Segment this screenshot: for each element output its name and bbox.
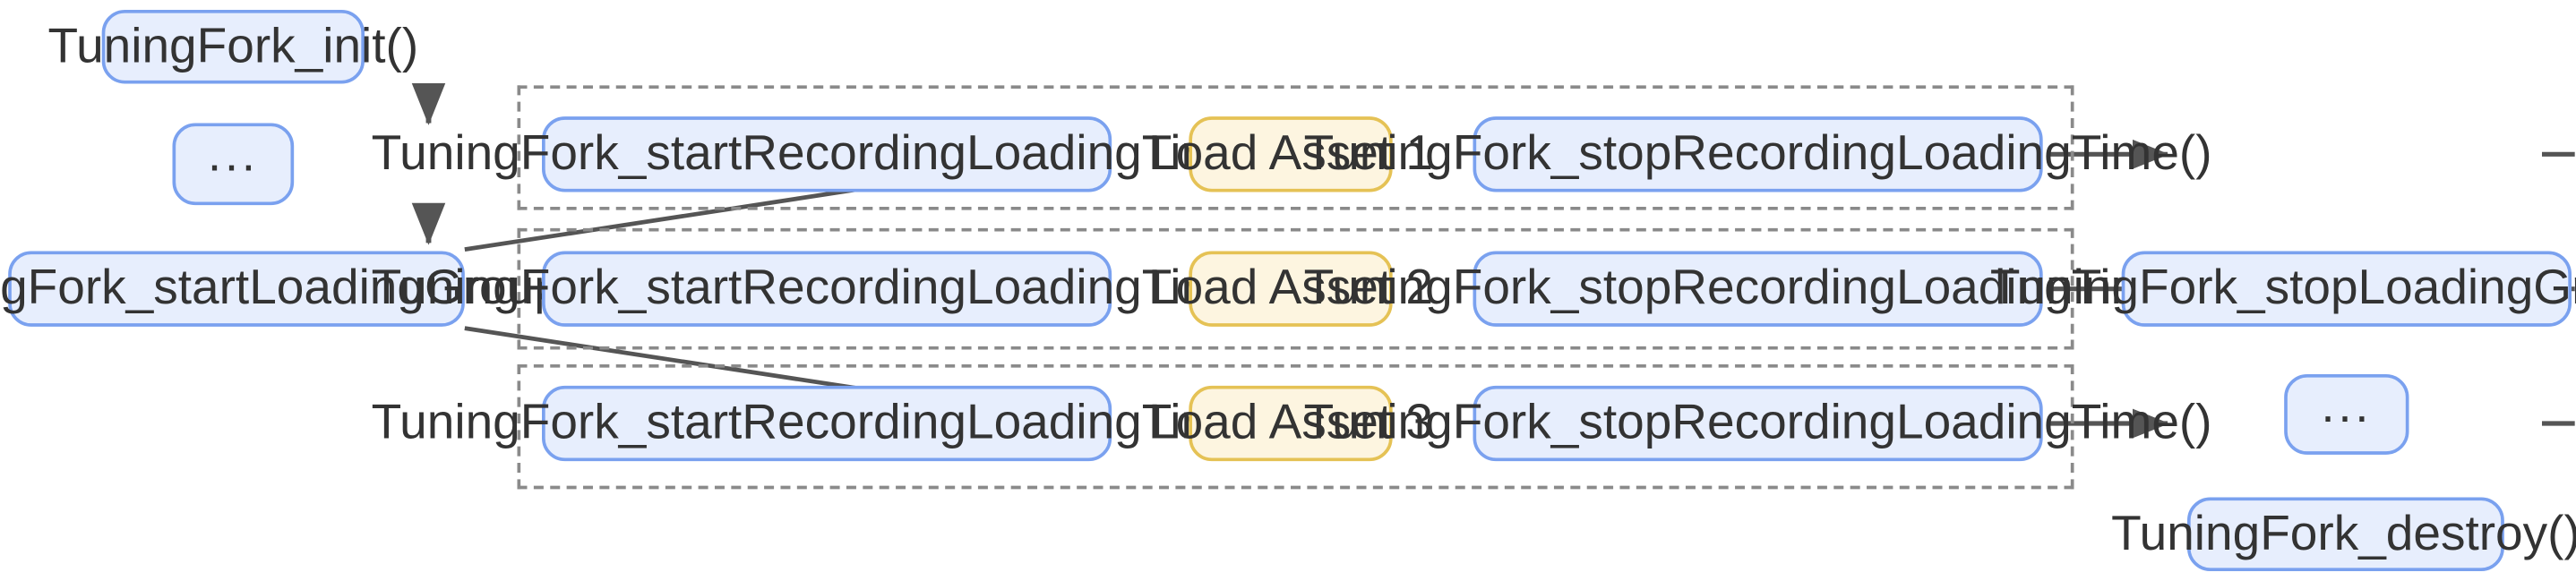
node-tuningfork-init[interactable]: TuningFork_init() [48, 10, 418, 84]
node-stop-loading-group[interactable]: TuningFork_stopLoadingGroup() [1990, 251, 2576, 327]
node-tuningfork-destroy[interactable]: TuningFork_destroy() [2111, 497, 2576, 571]
loading-group-box-row-1 [517, 85, 2074, 210]
node-row2-start-recording[interactable]: TuningFork_startRecordingLoadingTime() [372, 251, 1283, 327]
node-ellipsis-bottom[interactable]: ... [2284, 374, 2409, 455]
node-row1-start-recording[interactable]: TuningFork_startRecordingLoadingTime() [372, 116, 1283, 192]
node-row2-load-asset[interactable]: Load Asset 2 [1148, 251, 1433, 327]
node-row3-load-asset[interactable]: Load Asset 3 [1148, 385, 1433, 462]
node-row3-start-recording[interactable]: TuningFork_startRecordingLoadingTime() [372, 385, 1283, 462]
node-row3-stop-recording[interactable]: TuningFork_stopRecordingLoadingTime() [1304, 385, 2212, 462]
loading-group-box-row-3 [517, 364, 2074, 490]
node-ellipsis-top[interactable]: ... [172, 123, 295, 206]
node-row1-load-asset[interactable]: Load Asset 1 [1148, 116, 1433, 192]
node-row1-stop-recording[interactable]: TuningFork_stopRecordingLoadingTime() [1304, 116, 2212, 192]
node-row2-stop-recording[interactable]: TuningFork_stopRecordingLoadingTime() [1304, 251, 2212, 327]
